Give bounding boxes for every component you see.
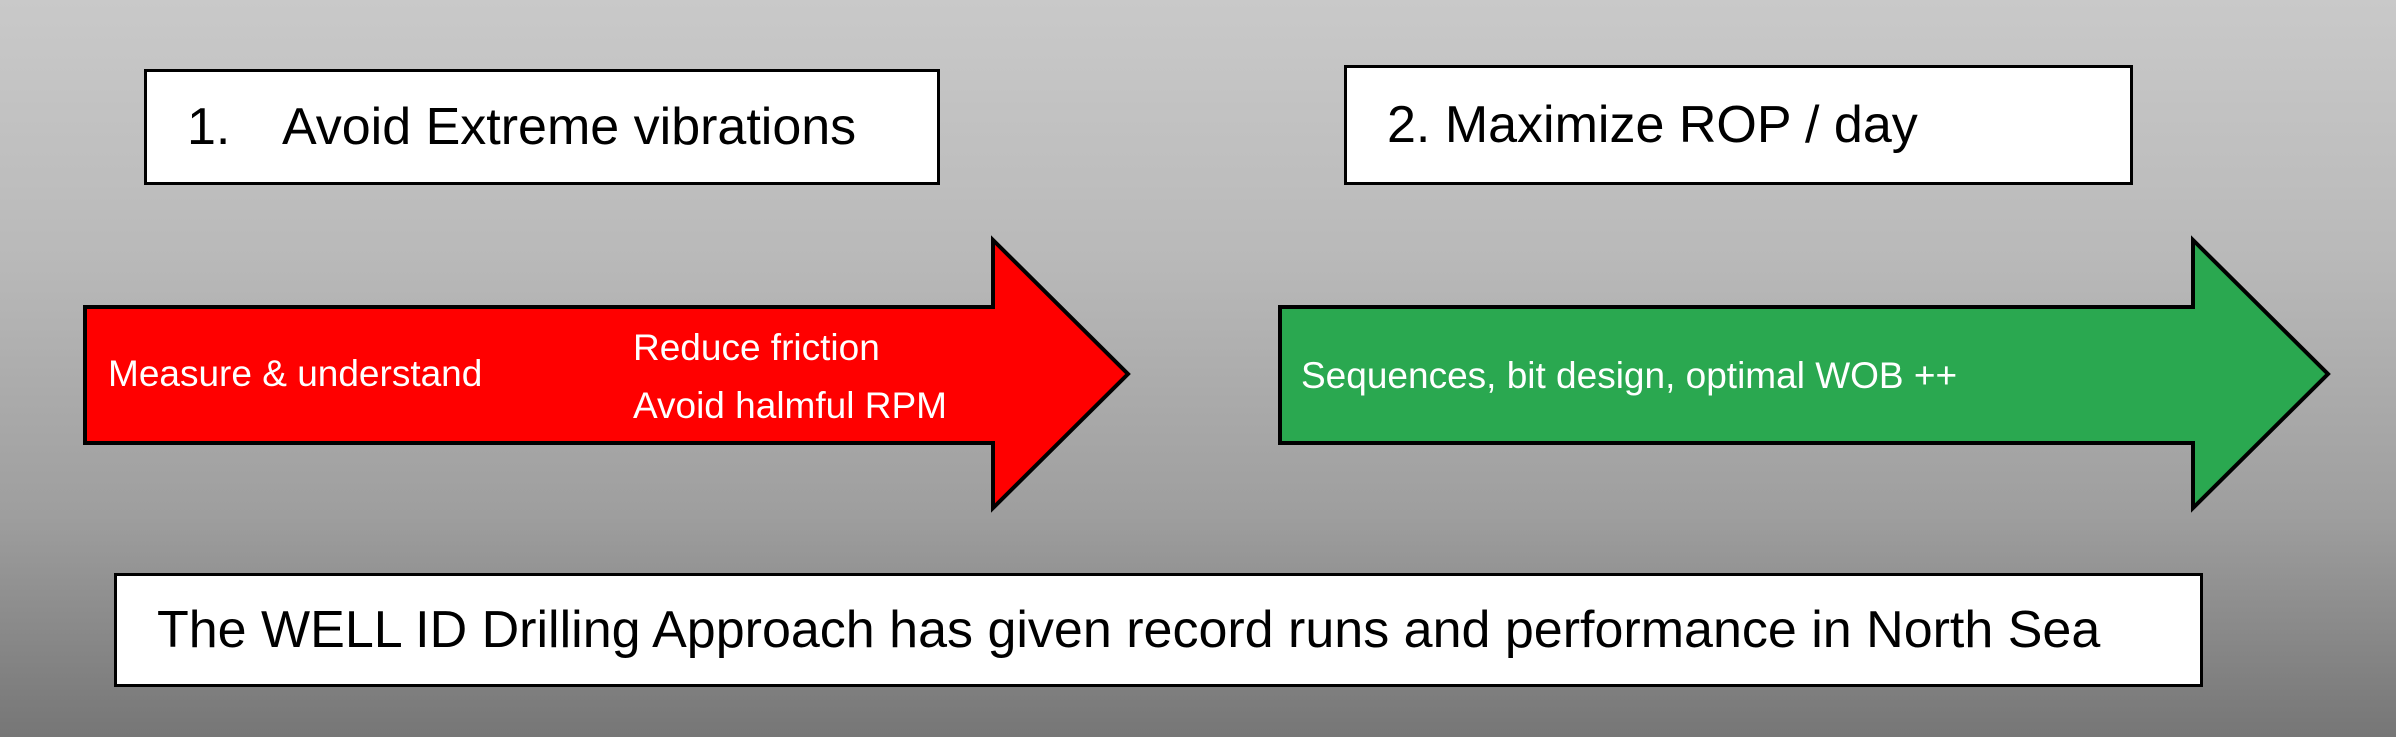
goal-text: 1. Avoid Extreme vibrations xyxy=(147,97,856,157)
arrow-label-reduce-friction: Reduce friction xyxy=(633,327,880,368)
arrow-label-avoid-rpm: Avoid halmful RPM xyxy=(633,385,947,426)
summary-text: The WELL ID Drilling Approach has given … xyxy=(157,601,2101,659)
goal-label: 2. Maximize ROP / day xyxy=(1387,96,1918,154)
goal-label: Avoid Extreme vibrations xyxy=(282,98,857,156)
green-arrow xyxy=(1278,235,2331,513)
goal-number: 1. xyxy=(187,98,231,156)
goal-box-avoid-vibrations: 1. Avoid Extreme vibrations xyxy=(144,69,940,185)
arrow-label-measure: Measure & understand xyxy=(108,353,482,394)
goal-box-maximize-rop: 2. Maximize ROP / day xyxy=(1344,65,2133,185)
summary-box: The WELL ID Drilling Approach has given … xyxy=(114,573,2203,687)
arrow-label-sequences: Sequences, bit design, optimal WOB ++ xyxy=(1301,355,1957,396)
red-arrow xyxy=(83,235,1131,513)
